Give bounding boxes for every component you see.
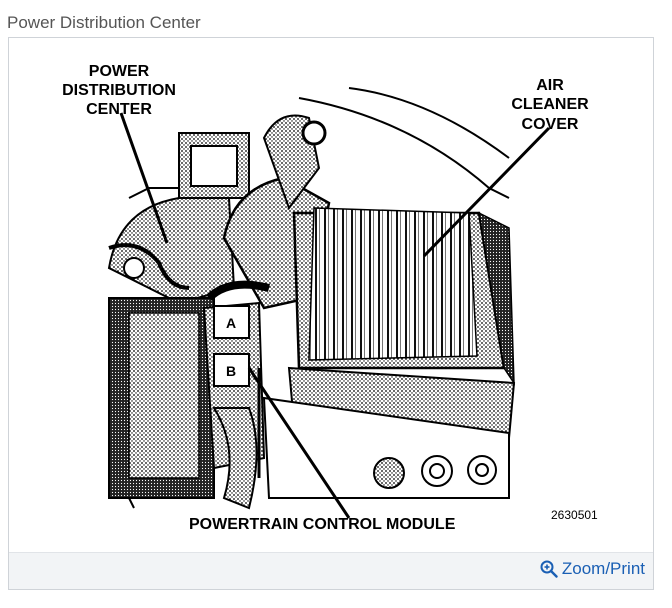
label-air-line2: CLEANER (511, 96, 589, 113)
power-distribution-center-drawing (107, 132, 250, 499)
powertrain-control-module-drawing (202, 301, 266, 510)
label-pcm: POWERTRAIN CONTROL MODULE (189, 516, 456, 533)
label-connector-b: B (226, 363, 236, 379)
label-connector-a: A (226, 315, 236, 331)
zoom-print-label: Zoom/Print (561, 559, 645, 578)
figure-number: 2630501 (551, 508, 598, 522)
lower-engine-drawing (109, 396, 510, 509)
air-cleaner-drawing (287, 207, 516, 440)
connector-a (213, 305, 250, 339)
page-title: Power Distribution Center (7, 13, 201, 32)
label-pdc-line3: CENTER (86, 101, 152, 118)
diagram-frame: POWER DISTRIBUTION CENTER AIR CLEANER CO… (8, 37, 654, 590)
label-pdc-line1: POWER (89, 63, 150, 80)
engine-bay-diagram: POWER DISTRIBUTION CENTER AIR CLEANER CO… (62, 63, 598, 533)
zoom-print-link[interactable]: Zoom/Print (540, 559, 645, 579)
connector-b (213, 353, 250, 387)
footer-bar: Zoom/Print (9, 552, 653, 589)
zoom-in-icon (540, 560, 558, 578)
bolt-icon (373, 457, 405, 489)
label-air-line3: COVER (522, 116, 579, 133)
label-air-line1: AIR (536, 77, 564, 94)
label-pdc-line2: DISTRIBUTION (62, 82, 176, 99)
leader-lines (119, 112, 551, 519)
